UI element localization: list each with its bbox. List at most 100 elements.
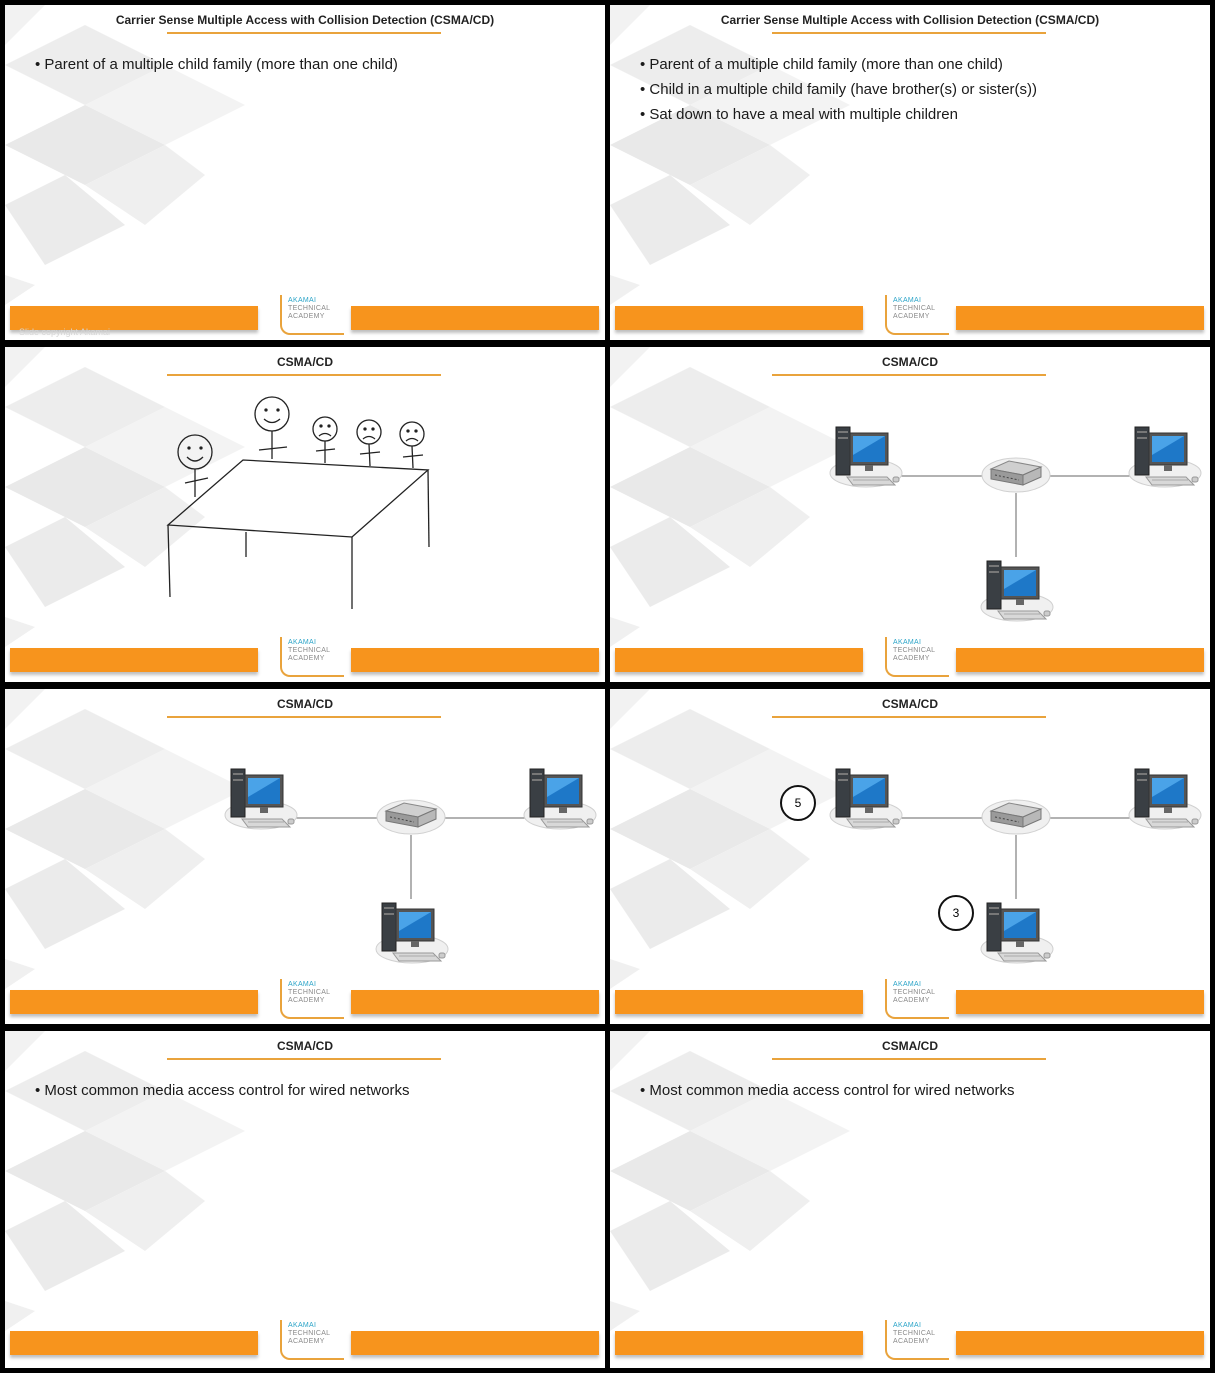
watermark-text: Slide copyright Akamai	[19, 327, 111, 337]
bullet-list: Most common media access control for wir…	[640, 1081, 1014, 1106]
network-diagram	[829, 426, 1202, 622]
slide-2[interactable]: Carrier Sense Multiple Access with Colli…	[610, 5, 1210, 340]
logo-line-2: TECHNICAL	[893, 1330, 936, 1337]
background-decoration	[610, 689, 850, 989]
backoff-timer-marker	[938, 895, 974, 931]
logo-line-1: AKAMAI	[893, 297, 922, 304]
bullet-item: Parent of a multiple child family (more …	[640, 55, 1037, 74]
backoff-timer-label: 5	[795, 796, 802, 810]
logo-line-1: AKAMAI	[893, 1322, 922, 1329]
slide-5[interactable]: CSMA/CD AKAMAI TECHNICAL ACADEMY	[5, 689, 605, 1024]
slide-title: CSMA/CD	[882, 355, 938, 369]
logo-line-3: ACADEMY	[893, 1338, 930, 1345]
table-top	[166, 459, 430, 538]
logo-line-2: TECHNICAL	[893, 989, 936, 996]
background-decoration	[5, 347, 245, 647]
computer-icon	[375, 902, 449, 964]
title-underline	[167, 374, 441, 376]
footer-bar-left	[615, 648, 863, 672]
title-underline	[772, 1058, 1046, 1060]
title-underline	[167, 716, 441, 718]
footer-bar-right	[956, 306, 1204, 330]
hub-icon	[981, 799, 1051, 835]
background-decoration	[5, 5, 245, 305]
logo-line-1: AKAMAI	[288, 639, 317, 646]
footer-bar-left	[615, 1331, 863, 1355]
backoff-timer-label: 3	[953, 906, 960, 920]
title-underline	[772, 32, 1046, 34]
computer-icon	[829, 768, 903, 830]
logo-line-2: TECHNICAL	[893, 305, 936, 312]
logo-line-1: AKAMAI	[893, 639, 922, 646]
logo-line-3: ACADEMY	[288, 655, 325, 662]
slide-title: CSMA/CD	[277, 697, 333, 711]
bullet-item: Parent of a multiple child family (more …	[35, 55, 398, 74]
logo-line-2: TECHNICAL	[288, 647, 331, 654]
network-diagram	[224, 768, 597, 964]
footer-bar-left	[615, 306, 863, 330]
footer-bar-right	[956, 648, 1204, 672]
bullet-list: Parent of a multiple child family (more …	[35, 55, 398, 80]
hub-icon	[981, 457, 1051, 493]
footer-bar-right	[351, 990, 599, 1014]
footer-bar-left	[10, 306, 258, 330]
logo-line-2: TECHNICAL	[893, 647, 936, 654]
title-underline	[772, 716, 1046, 718]
logo-line-3: ACADEMY	[288, 313, 325, 320]
footer-bar-left	[615, 990, 863, 1014]
logo-line-3: ACADEMY	[893, 655, 930, 662]
slide-title: Carrier Sense Multiple Access with Colli…	[115, 13, 495, 27]
logo-line-2: TECHNICAL	[288, 989, 331, 996]
logo-line-3: ACADEMY	[288, 1338, 325, 1345]
akamai-logo: AKAMAI TECHNICAL ACADEMY	[885, 979, 949, 1019]
footer-bar-right	[351, 306, 599, 330]
computer-icon	[1128, 768, 1202, 830]
title-underline	[167, 1058, 441, 1060]
slide-title: CSMA/CD	[882, 697, 938, 711]
bullet-item: Most common media access control for wir…	[35, 1081, 409, 1100]
happy-figure	[254, 396, 290, 459]
akamai-logo: AKAMAI TECHNICAL ACADEMY	[885, 637, 949, 677]
akamai-logo: AKAMAI TECHNICAL ACADEMY	[885, 1320, 949, 1360]
footer-bar-left	[10, 648, 258, 672]
background-decoration	[610, 347, 850, 647]
akamai-logo: AKAMAI TECHNICAL ACADEMY	[280, 979, 344, 1019]
footer-bar-right	[351, 648, 599, 672]
akamai-logo: AKAMAI TECHNICAL ACADEMY	[280, 1320, 344, 1360]
logo-line-2: TECHNICAL	[288, 1330, 331, 1337]
footer-bar-left	[10, 990, 258, 1014]
logo-line-1: AKAMAI	[288, 981, 317, 988]
slide-8[interactable]: CSMA/CD Most common media access control…	[610, 1031, 1210, 1368]
table-leg	[167, 524, 171, 598]
bullet-list: Parent of a multiple child family (more …	[640, 55, 1037, 130]
slide-1[interactable]: Carrier Sense Multiple Access with Colli…	[5, 5, 605, 340]
footer-bar-right	[351, 1331, 599, 1355]
footer-bar-left	[10, 1331, 258, 1355]
slide-6[interactable]: CSMA/CD 5 3 AKAMAI TECHNICAL ACADEMY	[610, 689, 1210, 1024]
background-decoration	[5, 689, 245, 989]
slide-3[interactable]: CSMA/CD	[5, 347, 605, 682]
akamai-logo: AKAMAI TECHNICAL ACADEMY	[280, 637, 344, 677]
slide-7[interactable]: CSMA/CD Most common media access control…	[5, 1031, 605, 1368]
akamai-logo: AKAMAI TECHNICAL ACADEMY	[280, 295, 344, 335]
computer-icon	[1128, 426, 1202, 488]
network-diagram: 5 3	[780, 768, 1202, 964]
logo-line-1: AKAMAI	[288, 297, 317, 304]
title-underline	[167, 32, 441, 34]
computer-icon	[980, 560, 1054, 622]
bullet-item: Sat down to have a meal with multiple ch…	[640, 105, 1037, 124]
computer-icon	[829, 426, 903, 488]
bullet-list: Most common media access control for wir…	[35, 1081, 409, 1106]
sad-figure	[312, 416, 338, 463]
footer-bar-right	[956, 990, 1204, 1014]
sad-figure	[399, 421, 425, 469]
slide-title: Carrier Sense Multiple Access with Colli…	[720, 13, 1100, 27]
title-underline	[772, 374, 1046, 376]
slide-4[interactable]: CSMA/CD AKAMAI TECHNICAL ACADEMY	[610, 347, 1210, 682]
footer-bar-right	[956, 1331, 1204, 1355]
table-leg	[427, 469, 430, 548]
bullet-item: Most common media access control for wir…	[640, 1081, 1014, 1100]
bullet-item: Child in a multiple child family (have b…	[640, 80, 1037, 99]
logo-line-3: ACADEMY	[893, 313, 930, 320]
computer-icon	[523, 768, 597, 830]
